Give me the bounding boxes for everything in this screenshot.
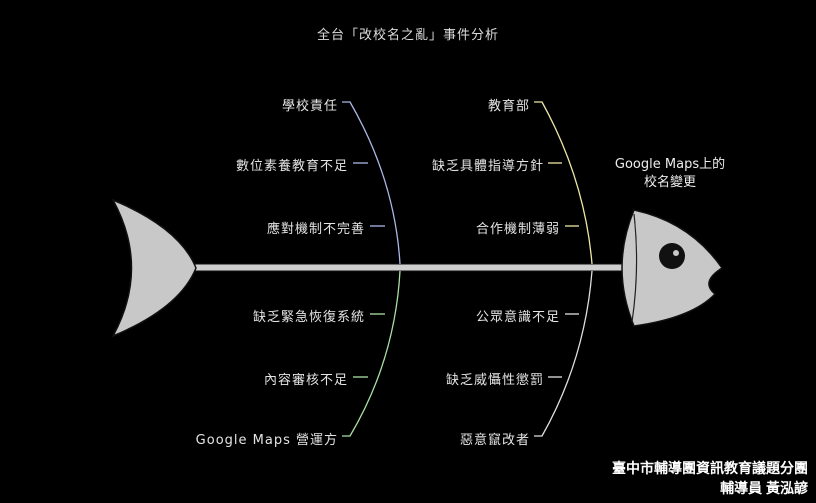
cause-label: 數位素養教育不足 bbox=[235, 159, 348, 174]
credit-author: 輔導員 黃泓諺 bbox=[720, 480, 808, 496]
cause-label: 內容審核不足 bbox=[263, 373, 348, 388]
cause-label: 缺乏威懾性懲罰 bbox=[445, 373, 544, 388]
cause-label: 公眾意識不足 bbox=[475, 310, 560, 325]
cause-label: 應對機制不完善 bbox=[266, 222, 365, 237]
fish-tail bbox=[111, 198, 197, 338]
effect-label-line2: 校名變更 bbox=[643, 175, 696, 190]
cause-label: 惡意竄改者 bbox=[459, 433, 530, 448]
cause-label: 缺乏具體指導方針 bbox=[431, 159, 544, 174]
fish-eye bbox=[659, 243, 685, 269]
fish-spine bbox=[194, 263, 636, 272]
bone-bottom-right bbox=[534, 270, 593, 437]
cause-label: 合作機制薄弱 bbox=[475, 222, 560, 237]
bone-top-left bbox=[342, 101, 401, 265]
cause-label: 學校責任 bbox=[281, 99, 338, 114]
credit-organization: 臺中市輔導團資訊教育議題分團 bbox=[612, 460, 808, 476]
bone-bottom-left bbox=[342, 270, 401, 437]
cause-label: 缺乏緊急恢復系統 bbox=[252, 310, 365, 325]
effect-label-line1: Google Maps上的 bbox=[614, 157, 726, 172]
cause-label: 教育部 bbox=[487, 99, 530, 114]
effect-label: Google Maps上的 校名變更 bbox=[600, 156, 740, 192]
diagram-title: 全台「改校名之亂」事件分析 bbox=[316, 28, 499, 43]
cause-label: Google Maps 營運方 bbox=[195, 433, 338, 448]
bone-top-right bbox=[534, 101, 593, 265]
